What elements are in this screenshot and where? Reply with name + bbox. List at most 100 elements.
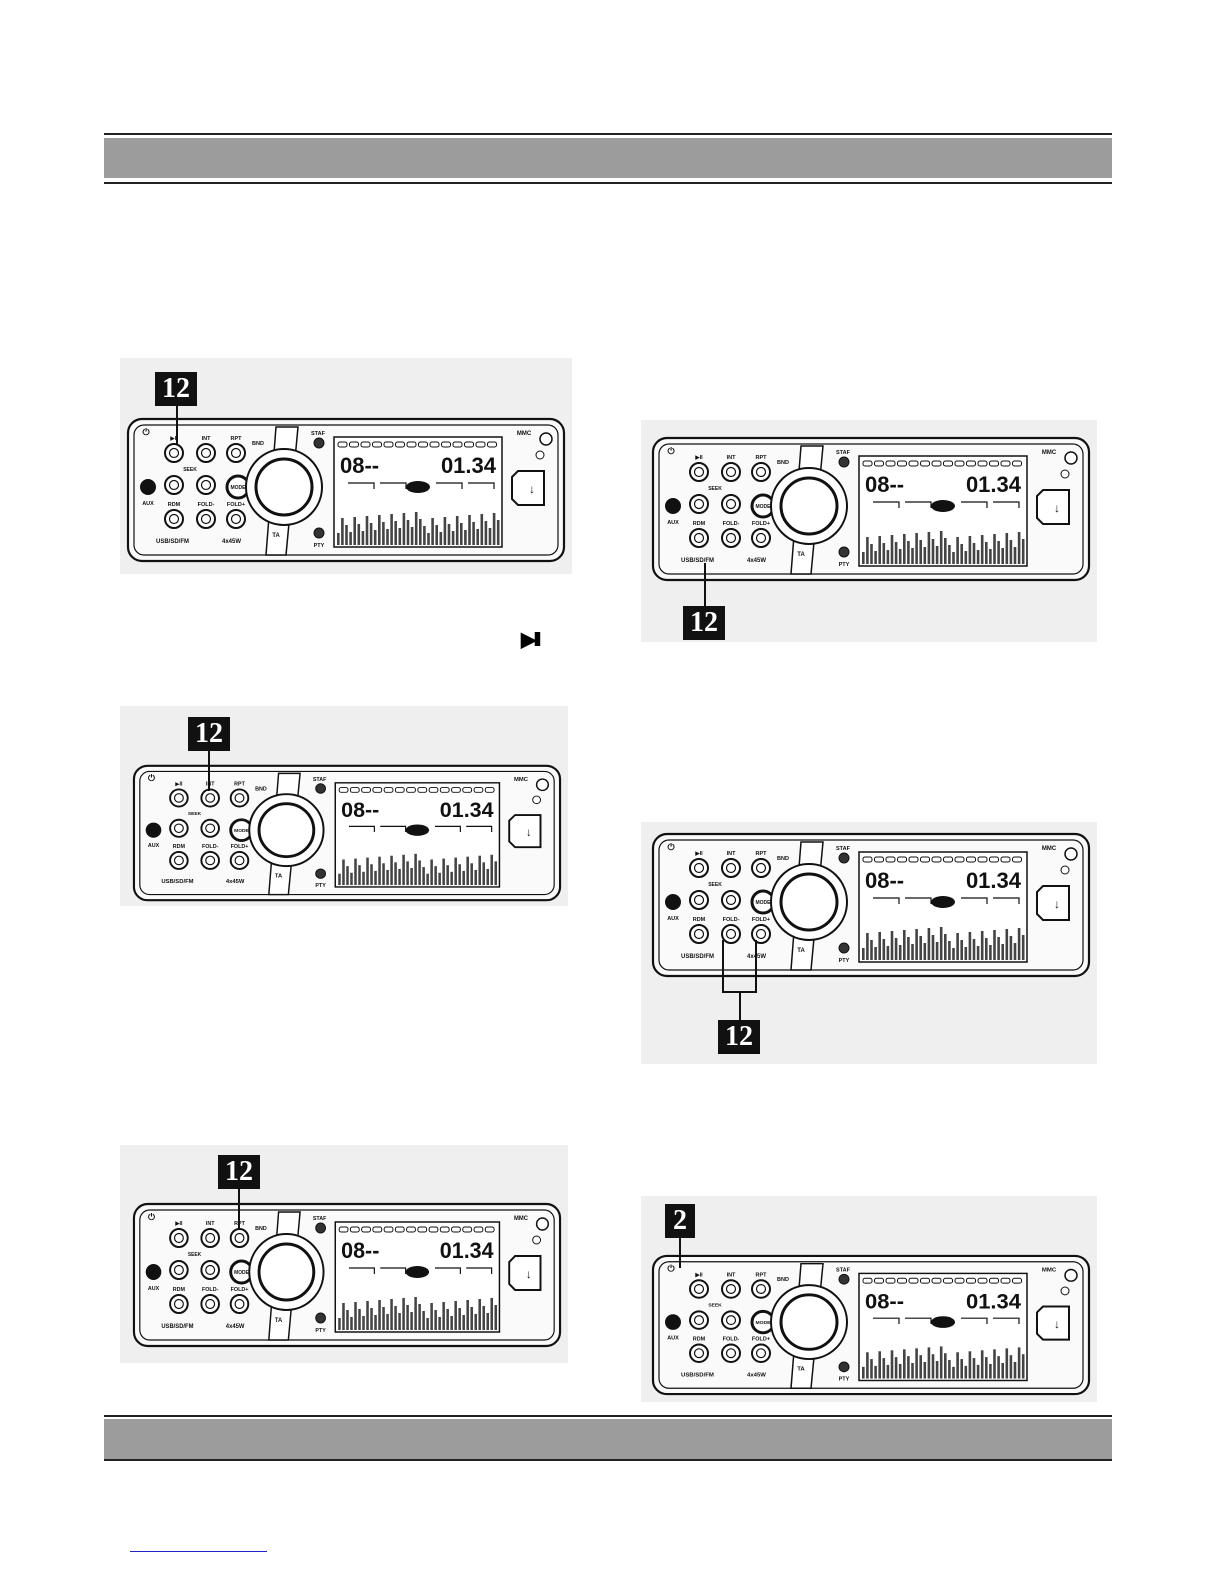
power-icon: ⏻ [142, 427, 150, 437]
spectrum-bar [870, 544, 873, 564]
spectrum-bar [948, 1360, 951, 1379]
preset-button [169, 818, 189, 838]
preset-button-ring [205, 793, 216, 803]
spectrum-bar [894, 938, 898, 960]
lcd-segment-bar [372, 441, 382, 448]
mode-label: MODE [756, 504, 772, 510]
lcd-segment-bar [349, 787, 360, 793]
lcd-track: 08-- [341, 799, 379, 822]
staf-button [315, 1222, 326, 1234]
spectrum-bar [386, 869, 389, 886]
lcd-disc-icon [931, 1316, 955, 1328]
preset-button [689, 890, 709, 910]
spectrum-bar [464, 530, 467, 545]
preset-button-ring [755, 1284, 767, 1294]
preset-button [196, 443, 216, 463]
spectrum-bar [422, 1311, 425, 1330]
preset-button [689, 1310, 709, 1330]
aux-label: AUX [667, 1336, 679, 1342]
lcd-segment-bar [920, 856, 930, 863]
spectrum-bar [422, 867, 425, 886]
lcd-segment-bar [349, 1226, 360, 1233]
spectrum-bar [390, 855, 393, 886]
spectrum-bar [418, 1304, 421, 1330]
spectrum-bar [898, 945, 902, 960]
spectrum-bar [939, 927, 943, 960]
aux-jack [665, 498, 681, 514]
lcd-segment-bar [383, 1226, 394, 1233]
spectrum-bar [358, 1309, 361, 1330]
lcd-segment-bar [394, 1226, 405, 1233]
spectrum-bar [394, 862, 397, 886]
spectrum-bar [337, 533, 340, 545]
button-label: INT [206, 782, 215, 788]
spectrum-bar [419, 519, 422, 545]
pty-button [838, 1361, 850, 1373]
lcd-track: 08-- [340, 453, 379, 478]
spectrum-bar [1009, 936, 1013, 960]
spectrum-bar [390, 514, 393, 545]
lcd-segment-bar [406, 787, 416, 793]
button-label: FOLD- [202, 844, 219, 850]
spectrum-bar [1017, 532, 1021, 564]
lcd-segment-bar [464, 441, 474, 448]
header-rule-top [104, 133, 1112, 135]
bnd-label: BND [252, 441, 264, 447]
preset-button [196, 475, 216, 495]
spectrum-bar [342, 1303, 345, 1330]
pty-button [838, 546, 850, 558]
spectrum-bar [472, 522, 475, 545]
spectrum-bar [358, 865, 361, 886]
callout-bracket [755, 940, 757, 992]
preset-button [226, 509, 246, 529]
preset-button [721, 924, 741, 944]
lcd-segment-bar [1000, 856, 1011, 863]
spectrum-bar [490, 1298, 494, 1330]
lcd-segment-bar [966, 856, 976, 863]
power-icon: ⏻ [667, 1264, 675, 1274]
preset-button [164, 475, 184, 495]
eject-button [1064, 847, 1078, 861]
lcd-segment-bar [349, 441, 359, 448]
spectrum-bar [442, 1302, 445, 1330]
spectrum-bar [874, 551, 877, 564]
footer-banner [104, 1419, 1112, 1459]
lcd-segment-bar [439, 787, 450, 793]
button-label: FOLD- [723, 521, 740, 527]
spectrum-bar [964, 1365, 968, 1379]
aux-label: AUX [667, 916, 679, 922]
preset-button [229, 788, 250, 808]
callout-label: 12 [188, 717, 230, 751]
lcd-segment-bar [451, 1226, 461, 1233]
lcd-segment-bar [383, 787, 394, 793]
mmc-label: MMC [517, 431, 532, 437]
spectrum-bar [418, 860, 421, 886]
spectrum-bar [948, 545, 951, 564]
preset-button [196, 509, 216, 529]
spectrum-bar [911, 548, 914, 564]
spectrum-bar [1021, 935, 1025, 960]
staf-button [315, 783, 326, 794]
spectrum-bar [985, 542, 988, 564]
lcd-segment-bar [931, 1277, 942, 1284]
preset-button [200, 1228, 220, 1248]
lcd-segment-bar [920, 1277, 930, 1284]
spectrum-bar [484, 521, 488, 545]
spectrum-bar [968, 1351, 972, 1379]
spectrum-bar [1021, 1354, 1025, 1379]
spectrum-bar [354, 1302, 357, 1330]
lcd-segment-bar [462, 1226, 473, 1233]
mode-label: MODE [756, 900, 772, 906]
lcd-segment-bar [943, 460, 953, 467]
preset-button [169, 1228, 189, 1248]
spectrum-bar [985, 938, 988, 960]
lcd-time: 01.34 [966, 1289, 1021, 1314]
lcd-disc-icon [405, 824, 430, 836]
spectrum-bar [980, 931, 984, 960]
spectrum-bar [370, 864, 373, 886]
spectrum-bar [350, 1317, 353, 1330]
preset-button [721, 462, 741, 482]
